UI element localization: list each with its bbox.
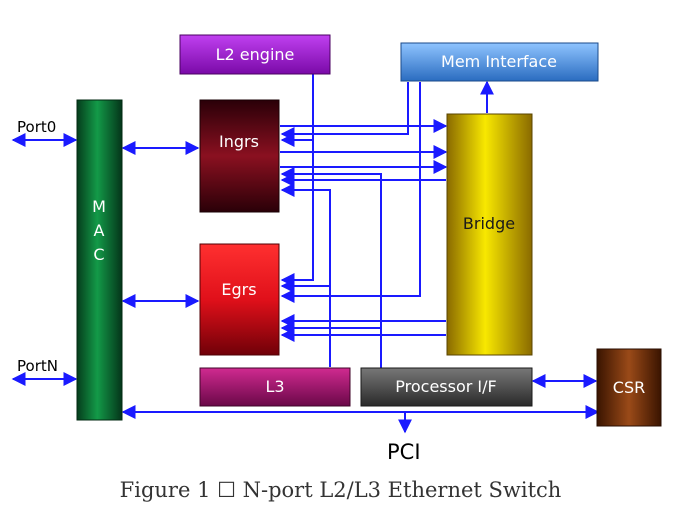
port0-label: Port0 [17,118,56,136]
l2-engine-block: L2 engine [179,34,331,75]
mac-letter-a: A [94,221,105,240]
mem-ingrs-wire [280,82,409,141]
figure-caption: Figure 1 ☐ N-port L2/L3 Ethernet Switch [119,478,562,502]
mac-letter-c: C [93,245,104,264]
l3-ingrs-wire [280,183,331,367]
mem-interface-block: Mem Interface [400,42,599,82]
egrs-label: Egrs [221,280,256,299]
l2-ingrs-wire [280,74,314,147]
csr-label: CSR [613,378,645,397]
l3-block: L3 [199,367,351,407]
mac-block: M A C [76,99,123,421]
pci-label: PCI [387,440,421,464]
switch-block-diagram: M A C L2 engine Mem Interface Ingrs Egrs… [11,34,662,464]
ingrs-label: Ingrs [219,132,259,151]
l2-engine-label: L2 engine [216,45,295,64]
mem-interface-label: Mem Interface [441,52,557,71]
l3-label: L3 [265,377,284,396]
egrs-block: Egrs [199,243,280,356]
mem-egrs-wire [280,82,421,303]
csr-block: CSR [596,348,662,427]
bridge-block: Bridge [446,113,533,356]
processor-if-label: Processor I/F [395,377,496,396]
portn-label: PortN [17,357,58,375]
connection-wires [11,74,600,434]
pif-ingrs-wire [280,167,382,369]
processor-if-block: Processor I/F [360,367,533,407]
bridge-label: Bridge [463,214,515,233]
l2-egrs-wire [280,140,314,287]
ingrs-block: Ingrs [199,99,280,213]
mac-letter-m: M [92,197,106,216]
